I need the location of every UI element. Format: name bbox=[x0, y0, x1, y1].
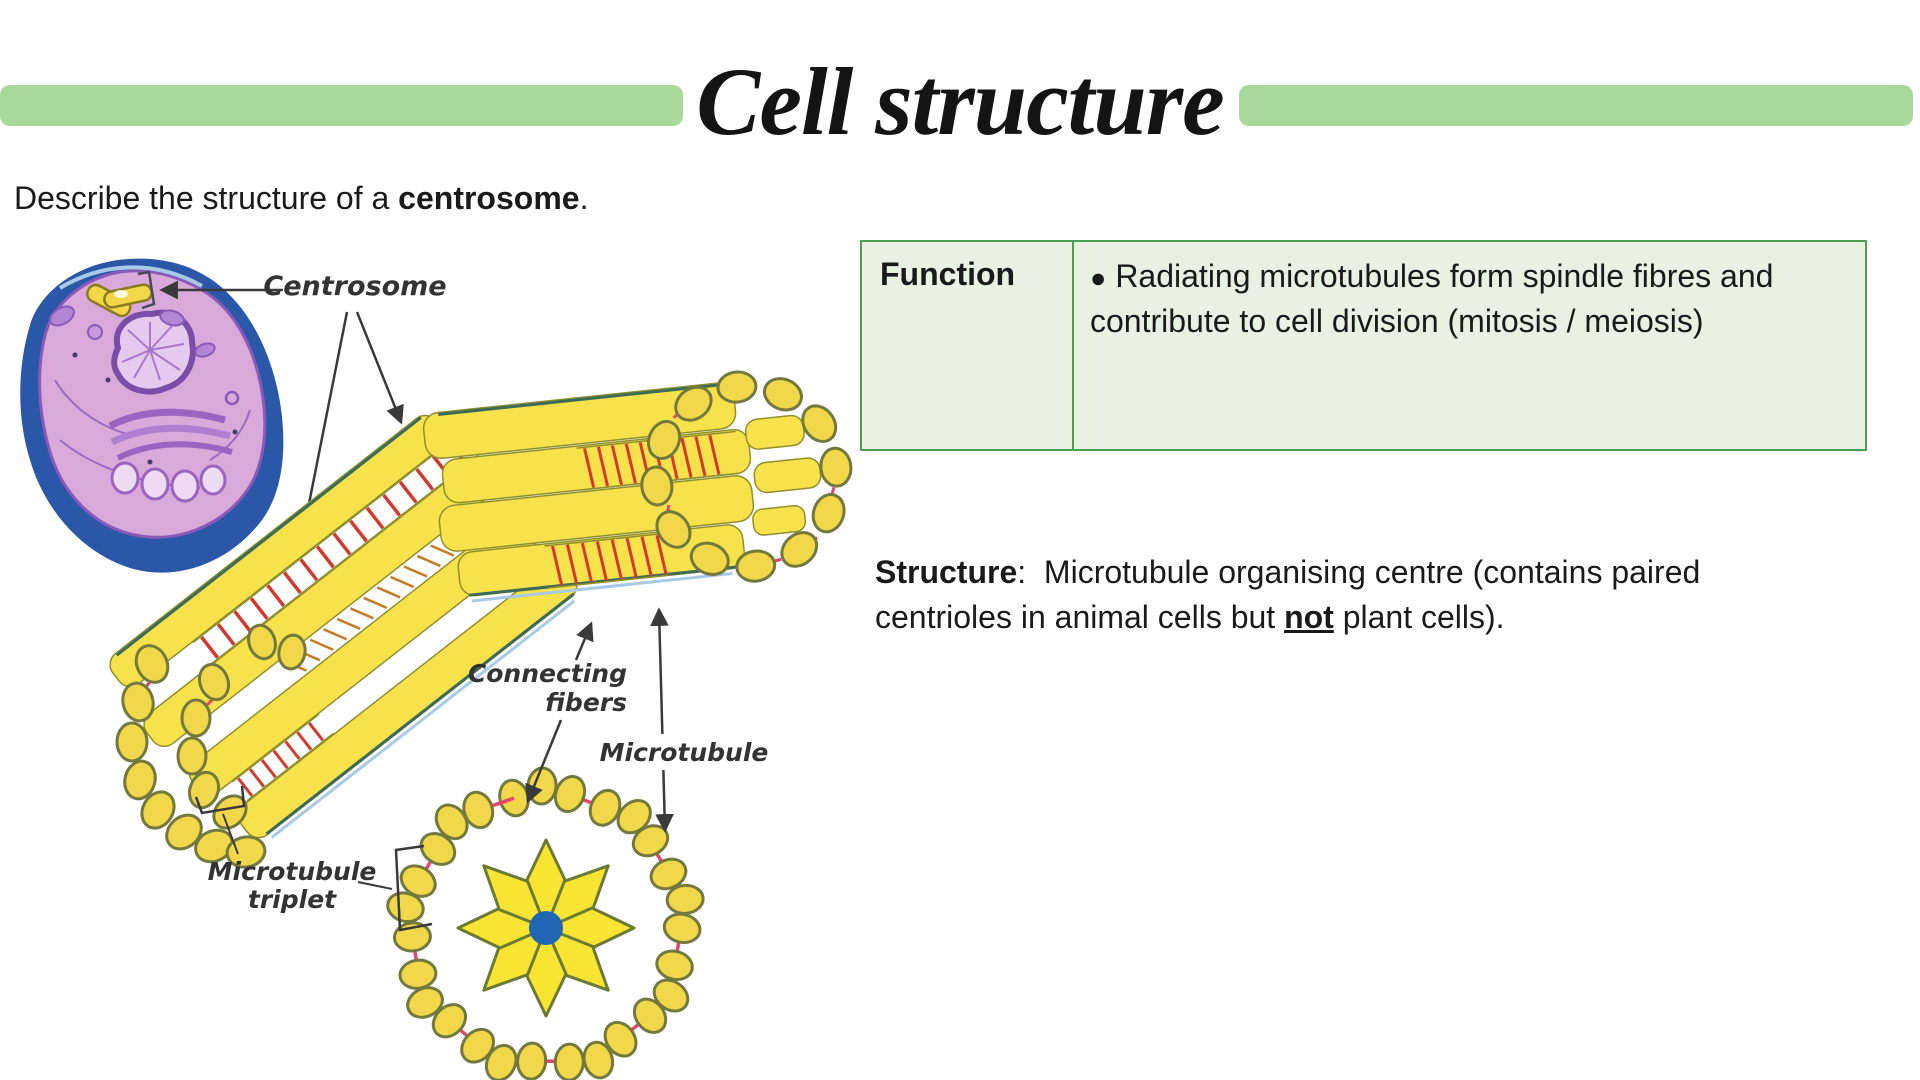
microtubule-callout: Microtubule bbox=[600, 607, 769, 833]
membrane-highlight bbox=[58, 265, 203, 290]
connecting-fibers-ladder-1 bbox=[192, 432, 479, 666]
connecting-fibers-arrow-up bbox=[574, 621, 594, 661]
animal-cell-illustration bbox=[20, 258, 284, 573]
centriole-end-microtubule-caps bbox=[115, 623, 307, 869]
page-title: Cell structure bbox=[696, 48, 1224, 155]
question-term: centrosome bbox=[398, 180, 580, 216]
function-table: Function ●Radiating microtubules form sp… bbox=[860, 240, 1867, 451]
structure-note-label: Structure bbox=[875, 554, 1018, 590]
connecting-fibers-ladder-4 bbox=[544, 532, 671, 589]
question-suffix: . bbox=[579, 180, 589, 216]
question-prefix: Describe the structure of a bbox=[14, 180, 399, 216]
connecting-fibers-arrow-down bbox=[525, 719, 563, 804]
microtubule-label: Microtubule bbox=[600, 738, 769, 767]
structure-note-emphasis: not bbox=[1284, 599, 1334, 636]
microtubule-flower bbox=[456, 838, 636, 1018]
centrosome-diagram: Centrosome bbox=[20, 258, 853, 1080]
flower-center-dot bbox=[529, 911, 563, 945]
microtubule-triplet-callout: Microtubule triplet bbox=[194, 785, 433, 932]
triplet-label-dash bbox=[357, 881, 393, 890]
connecting-fibers-callout: Connecting fibers bbox=[468, 621, 627, 804]
microtubule-triplet-label-2: triplet bbox=[248, 885, 337, 914]
cell-centriole-pair bbox=[86, 283, 153, 318]
microtubule-arrow bbox=[650, 607, 674, 833]
microtubule-triplet-label-1: Microtubule bbox=[208, 857, 377, 886]
nucleus bbox=[111, 309, 196, 395]
title-accent-bar-left bbox=[0, 85, 683, 126]
cell-centrosome-bracket bbox=[137, 270, 156, 310]
structure-note: Structure: Microtubule organising centre… bbox=[875, 550, 1780, 641]
centrosome-label: Centrosome bbox=[263, 271, 446, 302]
centriole-cylinder-horizontal bbox=[422, 370, 853, 603]
bullet-icon: ● bbox=[1090, 263, 1107, 293]
function-table-body-text: Radiating microtubules form spindle fibr… bbox=[1090, 258, 1774, 340]
triplet-bracket-ring bbox=[394, 844, 433, 932]
structure-note-body-before: Microtubule organising centre (contains … bbox=[875, 554, 1710, 636]
structure-note-body-after: plant cells). bbox=[1333, 599, 1505, 636]
connecting-fibers-label-1: Connecting bbox=[468, 659, 627, 688]
centrosome-arrow-to-centriole-2 bbox=[355, 311, 404, 425]
centrosome-callout: Centrosome bbox=[159, 268, 447, 547]
golgi-apparatus bbox=[108, 408, 233, 503]
structure-note-separator: : bbox=[1017, 554, 1044, 590]
title-accent-bar-right bbox=[1239, 85, 1913, 126]
triplet-bracket-line bbox=[222, 813, 239, 855]
question-text: Describe the structure of a centrosome. bbox=[14, 180, 588, 217]
organelles bbox=[49, 305, 240, 465]
centriole-cross-section bbox=[375, 764, 717, 1080]
connecting-fibers-label-2: fibers bbox=[545, 688, 627, 717]
function-table-header-cell: Function bbox=[862, 242, 1074, 449]
triplet-bracket-upper bbox=[194, 785, 246, 815]
function-table-body-cell: ●Radiating microtubules form spindle fib… bbox=[1074, 242, 1865, 449]
connecting-fibers-ladder-2 bbox=[231, 713, 335, 802]
centriole-end-ring bbox=[640, 370, 853, 583]
